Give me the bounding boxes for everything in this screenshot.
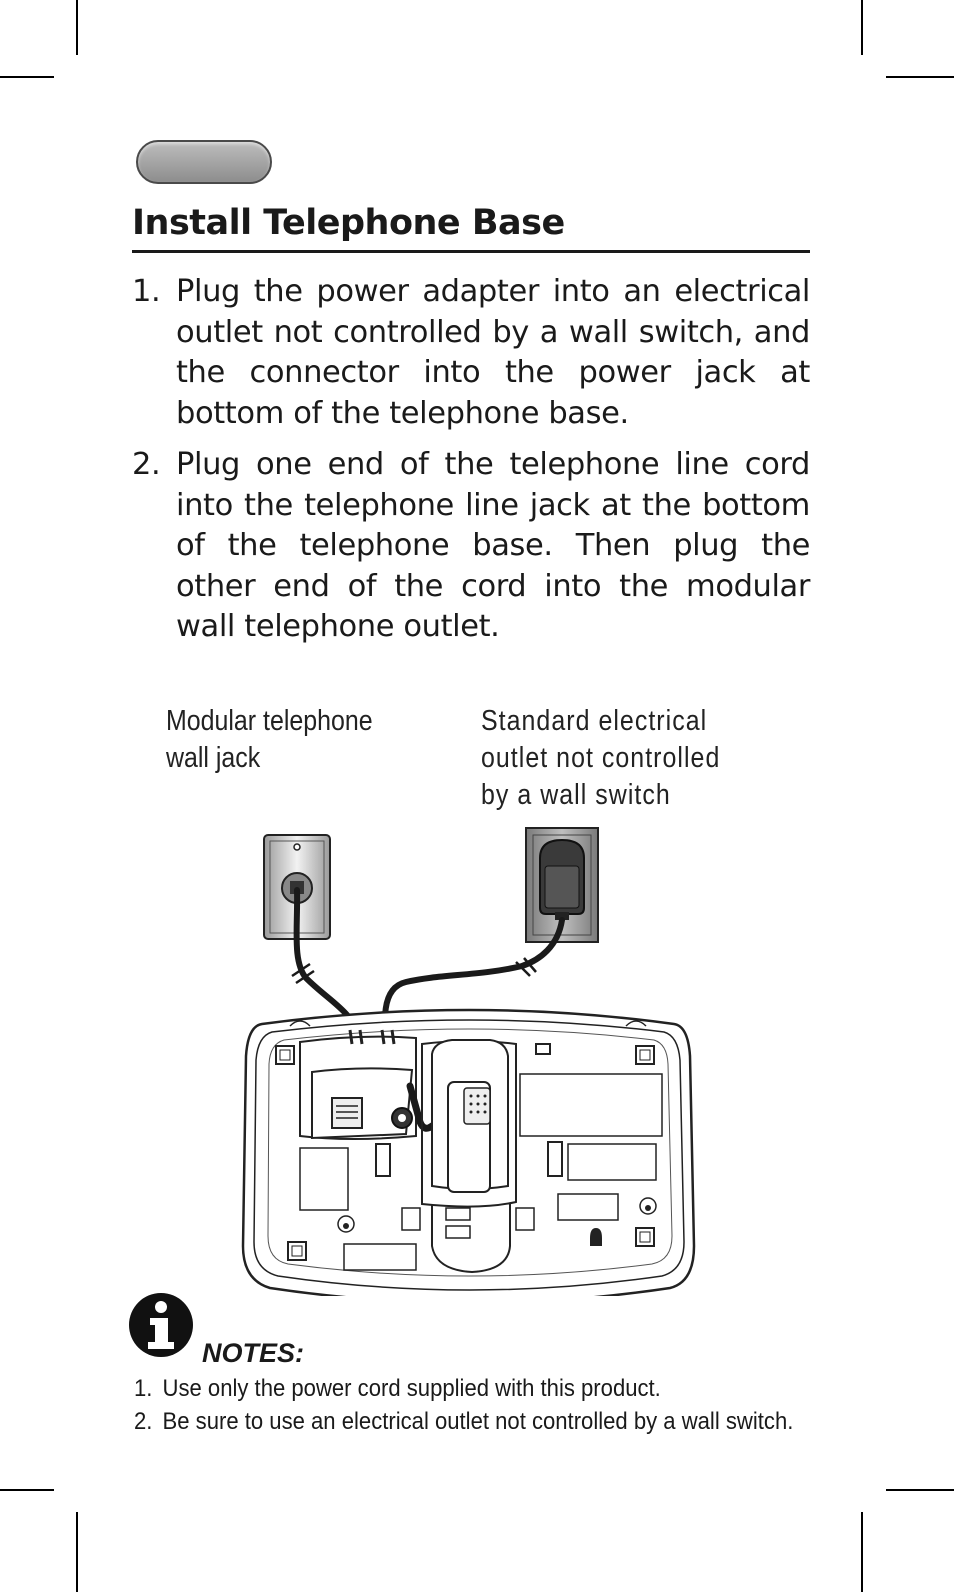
crop-mark — [76, 1512, 78, 1592]
wall-jack-label: Modular telephone wall jack — [166, 703, 415, 777]
electrical-outlet-label-line: by a wall switch — [481, 779, 671, 811]
cord-break-mark — [515, 957, 537, 977]
crop-mark — [886, 1489, 954, 1491]
wall-jack-label-line: wall jack — [166, 742, 261, 774]
note-item: 2. Be sure to use an electrical outlet no… — [134, 1405, 796, 1438]
note-number: 2. — [134, 1408, 153, 1435]
instruction-steps: 1. Plug the power adapter into an electr… — [132, 272, 810, 659]
notes-list: 1. Use only the power cord supplied with … — [134, 1372, 796, 1438]
step-text: Plug one end of the telephone line cord … — [176, 447, 810, 644]
note-item: 1. Use only the power cord supplied with … — [134, 1372, 796, 1405]
installation-diagram — [241, 827, 696, 1296]
telephone-base — [241, 1008, 696, 1296]
section-tab — [136, 140, 272, 184]
note-text: Be sure to use an electrical outlet not … — [162, 1408, 794, 1435]
info-icon — [129, 1293, 193, 1357]
cord-break-mark — [291, 962, 315, 985]
step-item: 2. Plug one end of the telephone line co… — [132, 445, 810, 648]
electrical-outlet-label: Standard electrical outlet not controlle… — [481, 703, 748, 814]
crop-mark — [861, 1512, 863, 1592]
electrical-outlet-label-line: outlet not controlled — [481, 742, 721, 774]
crop-mark — [861, 0, 863, 55]
crop-mark — [76, 0, 78, 55]
note-text: Use only the power cord supplied with th… — [162, 1375, 661, 1402]
notes-title: NOTES: — [202, 1338, 305, 1368]
step-text: Plug the power adapter into an electrica… — [176, 274, 810, 431]
crop-mark — [0, 76, 54, 78]
note-number: 1. — [134, 1375, 153, 1402]
section-title: Install Telephone Base — [132, 200, 810, 253]
step-item: 1. Plug the power adapter into an electr… — [132, 272, 810, 434]
wall-jack-label-line: Modular telephone — [166, 705, 373, 737]
crop-mark — [0, 1489, 54, 1491]
crop-mark — [886, 76, 954, 78]
step-number: 1. — [132, 274, 161, 309]
step-number: 2. — [132, 447, 161, 482]
electrical-outlet-label-line: Standard electrical — [481, 705, 708, 737]
